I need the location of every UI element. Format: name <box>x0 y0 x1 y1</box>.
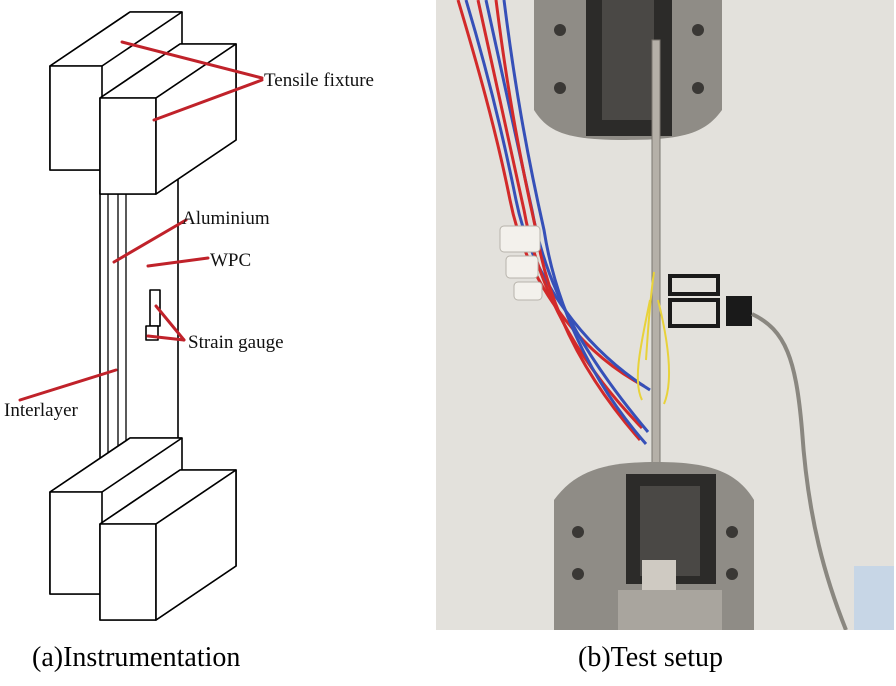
bench-device <box>854 566 894 630</box>
leader-tensile-fixture-2 <box>152 78 264 122</box>
label-wpc: WPC <box>210 250 251 271</box>
upper-grip <box>534 0 722 140</box>
label-aluminium: Aluminium <box>182 208 270 229</box>
test-setup-photo <box>436 0 894 630</box>
instrumentation-diagram: Tensile fixture Aluminium WPC Strain gau… <box>4 11 374 621</box>
leader-strain-gauge-1 <box>154 304 186 342</box>
strain-gauge-wires <box>456 0 671 445</box>
leader-strain-gauge-2 <box>146 334 186 342</box>
upper-tensile-fixture-front <box>99 43 237 195</box>
leader-wpc <box>146 256 210 268</box>
label-interlayer: Interlayer <box>4 400 79 421</box>
label-tensile-fixture: Tensile fixture <box>264 70 374 91</box>
leader-interlayer <box>18 368 118 402</box>
leader-lines <box>18 40 264 402</box>
leader-aluminium <box>112 218 188 264</box>
label-strain-gauge: Strain gauge <box>188 332 284 353</box>
lower-tensile-fixture-front <box>99 469 237 621</box>
caption-instrumentation: (a)Instrumentation <box>32 642 241 673</box>
caption-test-setup: (b)Test setup <box>578 642 724 673</box>
extensometer <box>668 274 848 630</box>
wire-connectors <box>499 225 543 301</box>
leader-tensile-fixture-1 <box>120 40 264 80</box>
lower-grip <box>554 462 754 630</box>
